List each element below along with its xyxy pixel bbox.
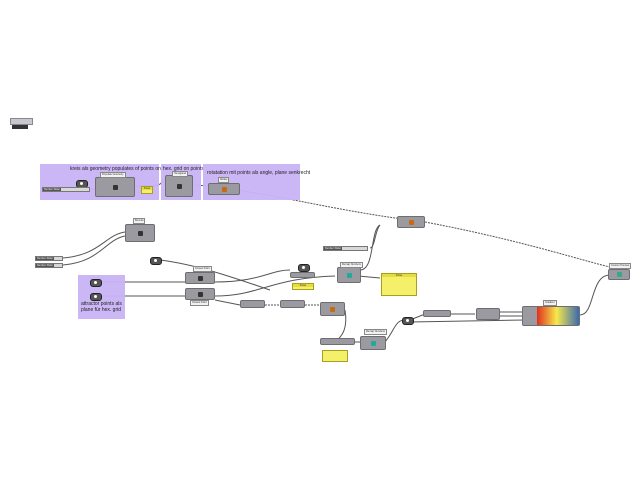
component-node[interactable] — [290, 272, 315, 278]
bounds-node[interactable] — [125, 224, 155, 242]
node-tag: Closest Point — [193, 266, 212, 272]
group-title: rotatation mit points als angle, plane s… — [207, 170, 311, 176]
panel[interactable] — [322, 350, 348, 362]
attractor-point-1[interactable] — [90, 279, 102, 287]
group-title: kreis als geometry populates of points o… — [70, 166, 171, 172]
slider-label: Number Slider — [324, 247, 342, 250]
point-param[interactable] — [150, 257, 162, 265]
remap-numbers-node-2[interactable] — [360, 336, 386, 350]
gradient-node[interactable] — [522, 306, 580, 326]
toolbar-widget-bar[interactable] — [12, 125, 28, 129]
node-tag: Remap Numbers — [340, 262, 363, 268]
component-node[interactable] — [240, 300, 265, 308]
number-slider[interactable]: Number Slider — [42, 187, 90, 192]
remap-numbers-node-1[interactable] — [337, 267, 361, 283]
node-tag: Populate Geometry — [100, 172, 126, 178]
number-slider[interactable]: Number Slider — [35, 256, 63, 261]
rotate-output-node[interactable] — [397, 216, 425, 228]
panel-title: Panel — [293, 284, 313, 287]
attractor-point-2[interactable] — [90, 293, 102, 301]
populate-geometry-node[interactable] — [95, 177, 135, 197]
group-title: hex. grid on points — [163, 166, 204, 172]
node-tag: Rotate — [218, 177, 230, 183]
node-tag: Gradient — [543, 300, 557, 306]
panel[interactable]: Panel — [381, 273, 417, 296]
component-node[interactable] — [320, 338, 355, 345]
custom-preview-node[interactable] — [608, 269, 630, 280]
node-tag: Custom Preview — [609, 263, 632, 269]
component-node[interactable] — [320, 302, 345, 316]
point-param[interactable] — [402, 317, 414, 325]
panel[interactable]: Panel — [141, 186, 153, 194]
component-node[interactable] — [476, 308, 500, 320]
point-param[interactable] — [298, 264, 310, 272]
panel-title: Panel — [142, 187, 152, 190]
panel-title: Panel — [382, 274, 416, 277]
slider-label: Number Slider — [36, 257, 54, 260]
group-title: attractor points als plane für hex. grid — [81, 301, 122, 313]
node-tag: Hexagonal — [172, 171, 188, 177]
rotate-node[interactable] — [208, 183, 240, 195]
component-node[interactable] — [280, 300, 305, 308]
slider-label: Number Slider — [36, 264, 54, 267]
closest-point-node-2[interactable] — [185, 288, 215, 300]
closest-point-node-1[interactable] — [185, 272, 215, 284]
number-slider[interactable]: Number Slider — [35, 263, 63, 268]
toolbar-widget[interactable] — [10, 118, 33, 125]
node-tag: Closest Point — [190, 300, 209, 306]
hexagonal-node[interactable] — [165, 175, 193, 197]
panel[interactable]: Panel — [292, 283, 314, 290]
node-tag: Bounds — [133, 218, 146, 224]
number-slider[interactable]: Number Slider — [323, 246, 368, 251]
node-tag: Remap Numbers — [364, 329, 387, 335]
component-node[interactable] — [423, 310, 451, 317]
slider-label: Number Slider — [43, 188, 61, 191]
